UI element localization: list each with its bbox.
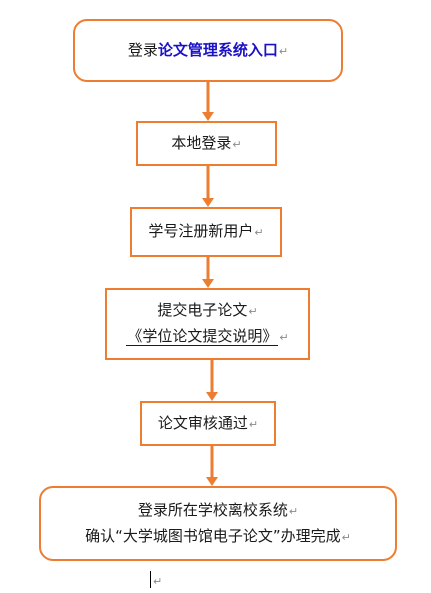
paragraph-mark: ↵ bbox=[278, 44, 289, 58]
paragraph-mark-end: ↵ bbox=[153, 575, 163, 588]
step-6-line2: 确认“大学城图书馆电子论文”办理完成↵ bbox=[85, 525, 351, 549]
step-register-new-user: 学号注册新用户↵ bbox=[130, 207, 282, 257]
paragraph-mark: ↵ bbox=[341, 530, 351, 544]
step-6-label-1: 登录所在学校离校系统 bbox=[137, 500, 288, 519]
paragraph-mark: ↵ bbox=[288, 504, 299, 518]
step-5-label: 论文审核通过 bbox=[157, 413, 248, 432]
paragraph-mark: ↵ bbox=[279, 331, 289, 344]
arrowhead-2 bbox=[202, 198, 214, 207]
step-4-line1: 提交电子论文↵ bbox=[157, 299, 257, 323]
paragraph-mark: ↵ bbox=[248, 305, 258, 318]
paragraph-mark: ↵ bbox=[232, 137, 242, 151]
step-confirm-leaving-school: 登录所在学校离校系统↵ 确认“大学城图书馆电子论文”办理完成↵ bbox=[39, 486, 397, 561]
arrowhead-5 bbox=[206, 477, 218, 486]
step-1-text: 登录论文管理系统入口↵ bbox=[128, 39, 288, 63]
step-local-login: 本地登录↵ bbox=[136, 121, 277, 166]
paragraph-mark: ↵ bbox=[248, 417, 259, 431]
step-submit-thesis: 提交电子论文↵ 《学位论文提交说明》↵ bbox=[105, 288, 310, 360]
step-3-text: 学号注册新用户↵ bbox=[148, 220, 263, 244]
step-2-text: 本地登录↵ bbox=[171, 132, 241, 156]
paragraph-mark: ↵ bbox=[254, 226, 264, 239]
step-6-label-2: 确认“大学城图书馆电子论文”办理完成 bbox=[85, 526, 341, 545]
arrowhead-3 bbox=[202, 279, 214, 288]
step-6-line1: 登录所在学校离校系统↵ bbox=[138, 499, 298, 523]
step-4-line2: 《学位论文提交说明》↵ bbox=[126, 325, 289, 349]
step-5-text: 论文审核通过↵ bbox=[158, 412, 258, 436]
text-cursor[interactable] bbox=[150, 571, 151, 588]
step-login-system-entry: 登录论文管理系统入口↵ bbox=[73, 19, 343, 82]
arrowhead-4 bbox=[206, 392, 218, 401]
step-review-passed: 论文审核通过↵ bbox=[140, 401, 276, 446]
arrowhead-1 bbox=[202, 112, 214, 121]
step-3-label: 学号注册新用户 bbox=[148, 222, 254, 240]
step-4-label: 提交电子论文 bbox=[157, 301, 248, 319]
submission-guide-link[interactable]: 《学位论文提交说明》 bbox=[126, 327, 279, 346]
step-2-label: 本地登录 bbox=[171, 133, 232, 152]
step-1-highlight: 论文管理系统入口 bbox=[157, 40, 278, 59]
step-1-prefix: 登录 bbox=[127, 40, 158, 59]
